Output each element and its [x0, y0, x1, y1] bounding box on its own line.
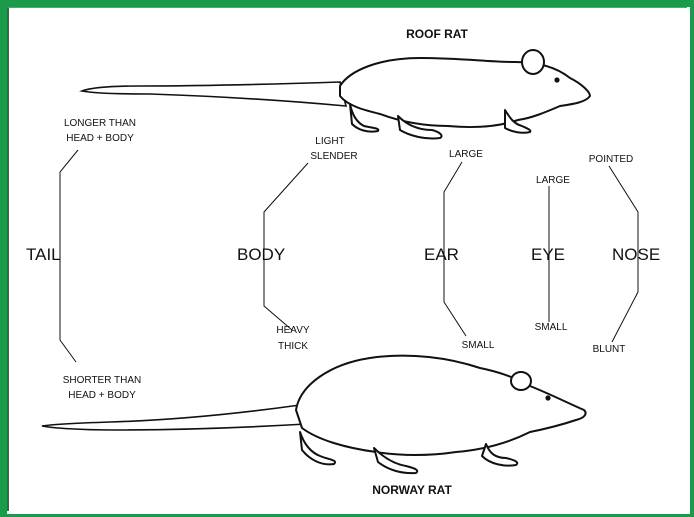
tail-bottom-line2: HEAD + BODY	[68, 390, 136, 401]
roof-rat-title: ROOF RAT	[406, 27, 468, 41]
tail-top-line2: HEAD + BODY	[66, 133, 134, 144]
norway-rat-eye	[545, 395, 550, 400]
body-bottom-line2: THICK	[278, 341, 308, 352]
roof-rat-ear	[522, 50, 544, 74]
roof-rat-tail	[82, 82, 346, 106]
norway-rat-title: NORWAY RAT	[372, 483, 452, 497]
norway-rat-ear	[511, 372, 531, 390]
norway-rat-tail	[42, 405, 306, 430]
ear-bottom: SMALL	[462, 340, 495, 351]
norway-rat-front-leg	[482, 444, 517, 466]
norway-rat-illustration	[42, 356, 586, 474]
eye-label: EYE	[531, 245, 565, 264]
body-bottom-line1: HEAVY	[276, 325, 309, 336]
norway-rat-body	[296, 356, 586, 455]
body-label: BODY	[237, 245, 285, 264]
tail-top-line1: LONGER THAN	[64, 118, 136, 129]
roof-rat-illustration	[82, 50, 590, 139]
roof-rat-body	[340, 58, 590, 127]
ear-label: EAR	[424, 245, 459, 264]
eye-bottom: SMALL	[535, 322, 568, 333]
nose-top: POINTED	[589, 154, 633, 165]
tail-label: TAIL	[26, 245, 61, 264]
tail-bottom-line1: SHORTER THAN	[63, 375, 142, 386]
nose-bottom: BLUNT	[593, 344, 626, 355]
roof-rat-eye	[554, 77, 559, 82]
eye-top: LARGE	[536, 175, 570, 186]
tail-connector	[60, 150, 78, 362]
body-top-line2: SLENDER	[310, 151, 357, 162]
ear-top: LARGE	[449, 149, 483, 160]
body-top-line1: LIGHT	[315, 136, 344, 147]
nose-label: NOSE	[612, 245, 660, 264]
